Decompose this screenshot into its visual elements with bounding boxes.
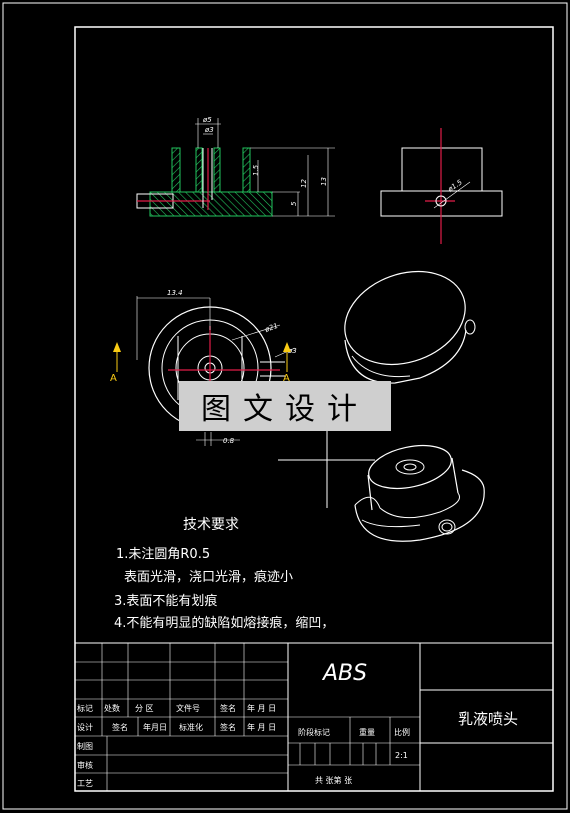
tb-sheet-text: 共 张第 张 (315, 776, 353, 785)
watermark-banner: 图文设计 (179, 381, 391, 431)
dim-top-1: ø21 (263, 322, 279, 334)
tech-requirement-1: 1.未注圆角R0.5 (116, 547, 211, 562)
tb-row2-1: 签名 (112, 723, 128, 732)
tb-side-0: 制图 (77, 742, 93, 751)
tb-side-1: 审核 (77, 761, 93, 770)
tb-row2-4: 签名 (220, 723, 236, 732)
tb-side-2: 工艺 (77, 779, 93, 788)
dim-end-0: ø1.5 (446, 178, 464, 194)
tb-row1-3: 文件号 (176, 704, 200, 713)
tb-row2-5: 年 月 日 (247, 723, 277, 732)
dim-top-0: 13.4 (167, 289, 183, 297)
section-view: ø5 ø3 1.5 12 13 5 (136, 116, 335, 217)
tb-row2-0: 设计 (77, 723, 93, 732)
dim-top-3: 0.8 (223, 437, 235, 445)
dim-section-0: ø5 (202, 116, 212, 124)
tb-scale-value: 2:1 (395, 751, 408, 760)
tb-row1-2: 分 区 (135, 704, 154, 713)
title-block-grid (74, 642, 554, 792)
tb-row1-1: 处数 (104, 704, 120, 713)
part-name: 乳液喷头 (458, 710, 519, 728)
tech-requirement-3: 3.表面不能有划痕 (114, 594, 218, 609)
dim-section-1: ø3 (204, 126, 214, 134)
isometric-view-bottom (354, 444, 485, 542)
tb-scale-label: 比例 (394, 728, 410, 737)
tb-row2-2: 年月日 (143, 723, 167, 732)
tb-row2-3: 标准化 (179, 723, 203, 732)
dim-section-2: 1.5 (252, 164, 260, 176)
tech-requirement-4: 4.不能有明显的缺陷如熔接痕，缩凹， (114, 616, 335, 631)
tb-stage-label: 阶段标记 (298, 728, 330, 737)
section-mark-right: A (283, 373, 290, 384)
dim-top-2: ø3 (287, 347, 297, 355)
material-label: ABS (323, 661, 368, 686)
tb-row1-4: 签名 (220, 704, 236, 713)
section-mark-left: A (110, 373, 117, 384)
end-view: ø1.5 (380, 128, 503, 244)
dim-section-3: 12 (300, 179, 308, 188)
dim-section-5: 5 (290, 201, 298, 206)
tb-row1-5: 年 月 日 (247, 704, 277, 713)
top-view: 13.4 ø21 ø3 0.8 A A (110, 289, 297, 446)
tb-row1-0: 标记 (77, 704, 93, 713)
tb-weight-label: 重量 (359, 728, 375, 737)
isometric-view-top (344, 270, 476, 384)
tech-requirements-title: 技术要求 (183, 517, 239, 533)
dim-section-4: 13 (320, 177, 328, 186)
tech-requirement-2: 表面光滑，浇口光滑，痕迹小 (124, 570, 294, 585)
